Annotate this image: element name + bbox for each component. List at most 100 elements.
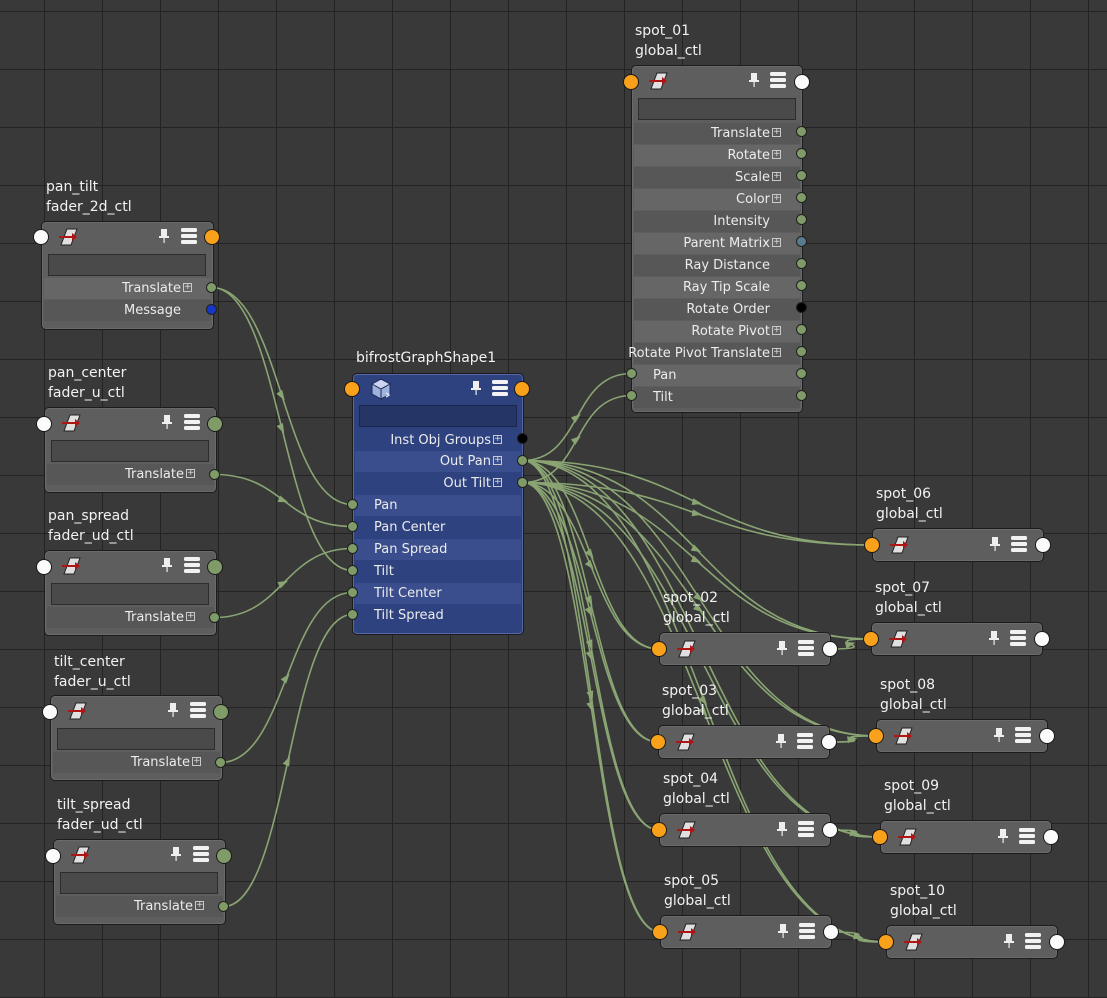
node-body[interactable]: Translate+ Message [41, 221, 214, 330]
input-port[interactable] [650, 734, 666, 750]
node-body[interactable] [872, 528, 1044, 562]
input-port[interactable] [36, 416, 52, 432]
translate-out-port[interactable] [206, 282, 217, 293]
input-port[interactable] [651, 822, 667, 838]
node-spot-09[interactable]: spot_09 global_ctl [871, 776, 1061, 856]
wire-out-pan-node-spot-02[interactable] [522, 459, 660, 650]
node-body[interactable]: Translate+ Rotate+ Scale+ Color+ Intensi… [628, 65, 803, 413]
expand-plus-icon[interactable]: + [493, 434, 502, 444]
node-spot-06[interactable]: spot_06 global_ctl [863, 484, 1053, 564]
attribute-stack-icon[interactable] [491, 379, 509, 397]
translate-out-port[interactable] [209, 612, 220, 623]
expand-plus-icon[interactable]: + [493, 455, 502, 465]
node-body[interactable] [871, 622, 1043, 656]
wire-tilt[interactable] [211, 286, 353, 572]
input-port[interactable] [36, 559, 52, 575]
ray-tip-scale-port[interactable] [796, 280, 807, 291]
expand-plus-icon[interactable]: + [493, 477, 502, 487]
wire-out-pan-node-spot-04[interactable] [522, 459, 660, 831]
input-port[interactable] [45, 848, 61, 864]
wire-out-pan-node-spot-03[interactable] [522, 459, 659, 743]
attribute-stack-icon[interactable] [1014, 726, 1032, 744]
pan-center-in-port[interactable] [347, 521, 358, 532]
attribute-stack-icon[interactable] [189, 701, 207, 719]
input-port[interactable] [33, 229, 49, 245]
output-port[interactable] [207, 416, 223, 432]
input-port[interactable] [651, 641, 667, 657]
attribute-stack-icon[interactable] [1018, 827, 1036, 845]
input-port[interactable] [878, 934, 894, 950]
output-port[interactable] [204, 229, 220, 245]
wire-out-tilt-node-spot-03[interactable] [522, 481, 659, 743]
attribute-stack-icon[interactable] [180, 227, 198, 245]
node-spot-05[interactable]: spot_05 global_ctl [651, 871, 841, 951]
node-body[interactable] [880, 820, 1052, 854]
expand-plus-icon[interactable]: + [186, 468, 195, 478]
node-spot-02[interactable]: spot_02 global_ctl [650, 588, 840, 668]
attribute-stack-icon[interactable] [183, 413, 201, 431]
pan-in-port[interactable] [347, 499, 358, 510]
wire-out-tilt-node-spot-04[interactable] [522, 481, 660, 831]
expand-plus-icon[interactable]: + [772, 347, 781, 357]
wire-out-tilt-node-spot-02[interactable] [522, 481, 660, 650]
attribute-stack-icon[interactable] [797, 639, 815, 657]
node-body[interactable] [659, 632, 831, 666]
attribute-stack-icon[interactable] [1010, 535, 1028, 553]
wire-tilt-spread[interactable] [223, 613, 353, 908]
scale-port[interactable] [796, 170, 807, 181]
wire-pan-spread[interactable] [214, 547, 353, 619]
translate-port[interactable] [796, 126, 807, 137]
node-spot-03[interactable]: spot_03 global_ctl [649, 681, 839, 761]
node-name-field[interactable] [638, 98, 796, 120]
tilt-in-port[interactable] [626, 390, 637, 401]
translate-out-port[interactable] [209, 469, 220, 480]
input-port[interactable] [868, 728, 884, 744]
output-port[interactable] [1049, 934, 1065, 950]
output-port[interactable] [207, 559, 223, 575]
tilt-out-port[interactable] [796, 390, 807, 401]
tilt-spread-in-port[interactable] [347, 609, 358, 620]
expand-plus-icon[interactable]: + [195, 900, 204, 910]
rotate-pivot-translate-port[interactable] [796, 346, 807, 357]
wire-out-pan-node-spot-06[interactable] [522, 459, 873, 546]
attribute-stack-icon[interactable] [1024, 932, 1042, 950]
node-body[interactable] [658, 725, 830, 759]
input-port[interactable] [863, 631, 879, 647]
node-tilt-center[interactable]: tilt_center fader_u_ctl Translate+ [41, 652, 231, 782]
node-pan-tilt[interactable]: pan_tilt fader_2d_ctl Translate+ Message [33, 177, 223, 332]
message-out-port[interactable] [206, 304, 217, 315]
node-spot-08[interactable]: spot_08 global_ctl [867, 675, 1057, 755]
expand-plus-icon[interactable]: + [772, 193, 781, 203]
attribute-stack-icon[interactable] [797, 820, 815, 838]
node-body[interactable]: Translate+ [50, 695, 223, 781]
node-body[interactable] [659, 813, 831, 847]
color-port[interactable] [796, 192, 807, 203]
expand-plus-icon[interactable]: + [772, 237, 781, 247]
output-port[interactable] [213, 704, 229, 720]
output-port[interactable] [1039, 728, 1055, 744]
node-body[interactable]: Translate+ [44, 407, 217, 493]
node-name-field[interactable] [51, 440, 209, 462]
node-spot-10[interactable]: spot_10 global_ctl [877, 881, 1067, 961]
expand-plus-icon[interactable]: + [772, 171, 781, 181]
node-body[interactable]: Inst Obj Groups+ Out Pan+ Out Tilt+ Pan … [352, 373, 524, 635]
wire-pan[interactable] [211, 286, 353, 506]
inst-obj-groups-port[interactable] [517, 433, 528, 444]
node-bifrost-graph[interactable]: bifrostGraphShape1 Inst Obj Groups+ Out … [343, 348, 533, 638]
node-name-field[interactable] [51, 583, 209, 605]
output-port[interactable] [823, 924, 839, 940]
attribute-stack-icon[interactable] [183, 556, 201, 574]
output-port[interactable] [821, 734, 837, 750]
output-port[interactable] [794, 74, 810, 90]
output-port[interactable] [822, 822, 838, 838]
attribute-stack-icon[interactable] [796, 732, 814, 750]
expand-plus-icon[interactable]: + [772, 127, 781, 137]
output-port[interactable] [1035, 537, 1051, 553]
attribute-stack-icon[interactable] [769, 71, 787, 89]
ray-distance-port[interactable] [796, 258, 807, 269]
node-pan-center[interactable]: pan_center fader_u_ctl Translate+ [35, 363, 225, 493]
node-spot-01[interactable]: spot_01 global_ctl Translate+ Rotate+ Sc… [622, 21, 812, 416]
wire-pan-center[interactable] [214, 473, 353, 528]
wire-out-pan-node-spot-05[interactable] [522, 459, 661, 933]
wire-out-pan-spot01[interactable] [522, 372, 632, 462]
